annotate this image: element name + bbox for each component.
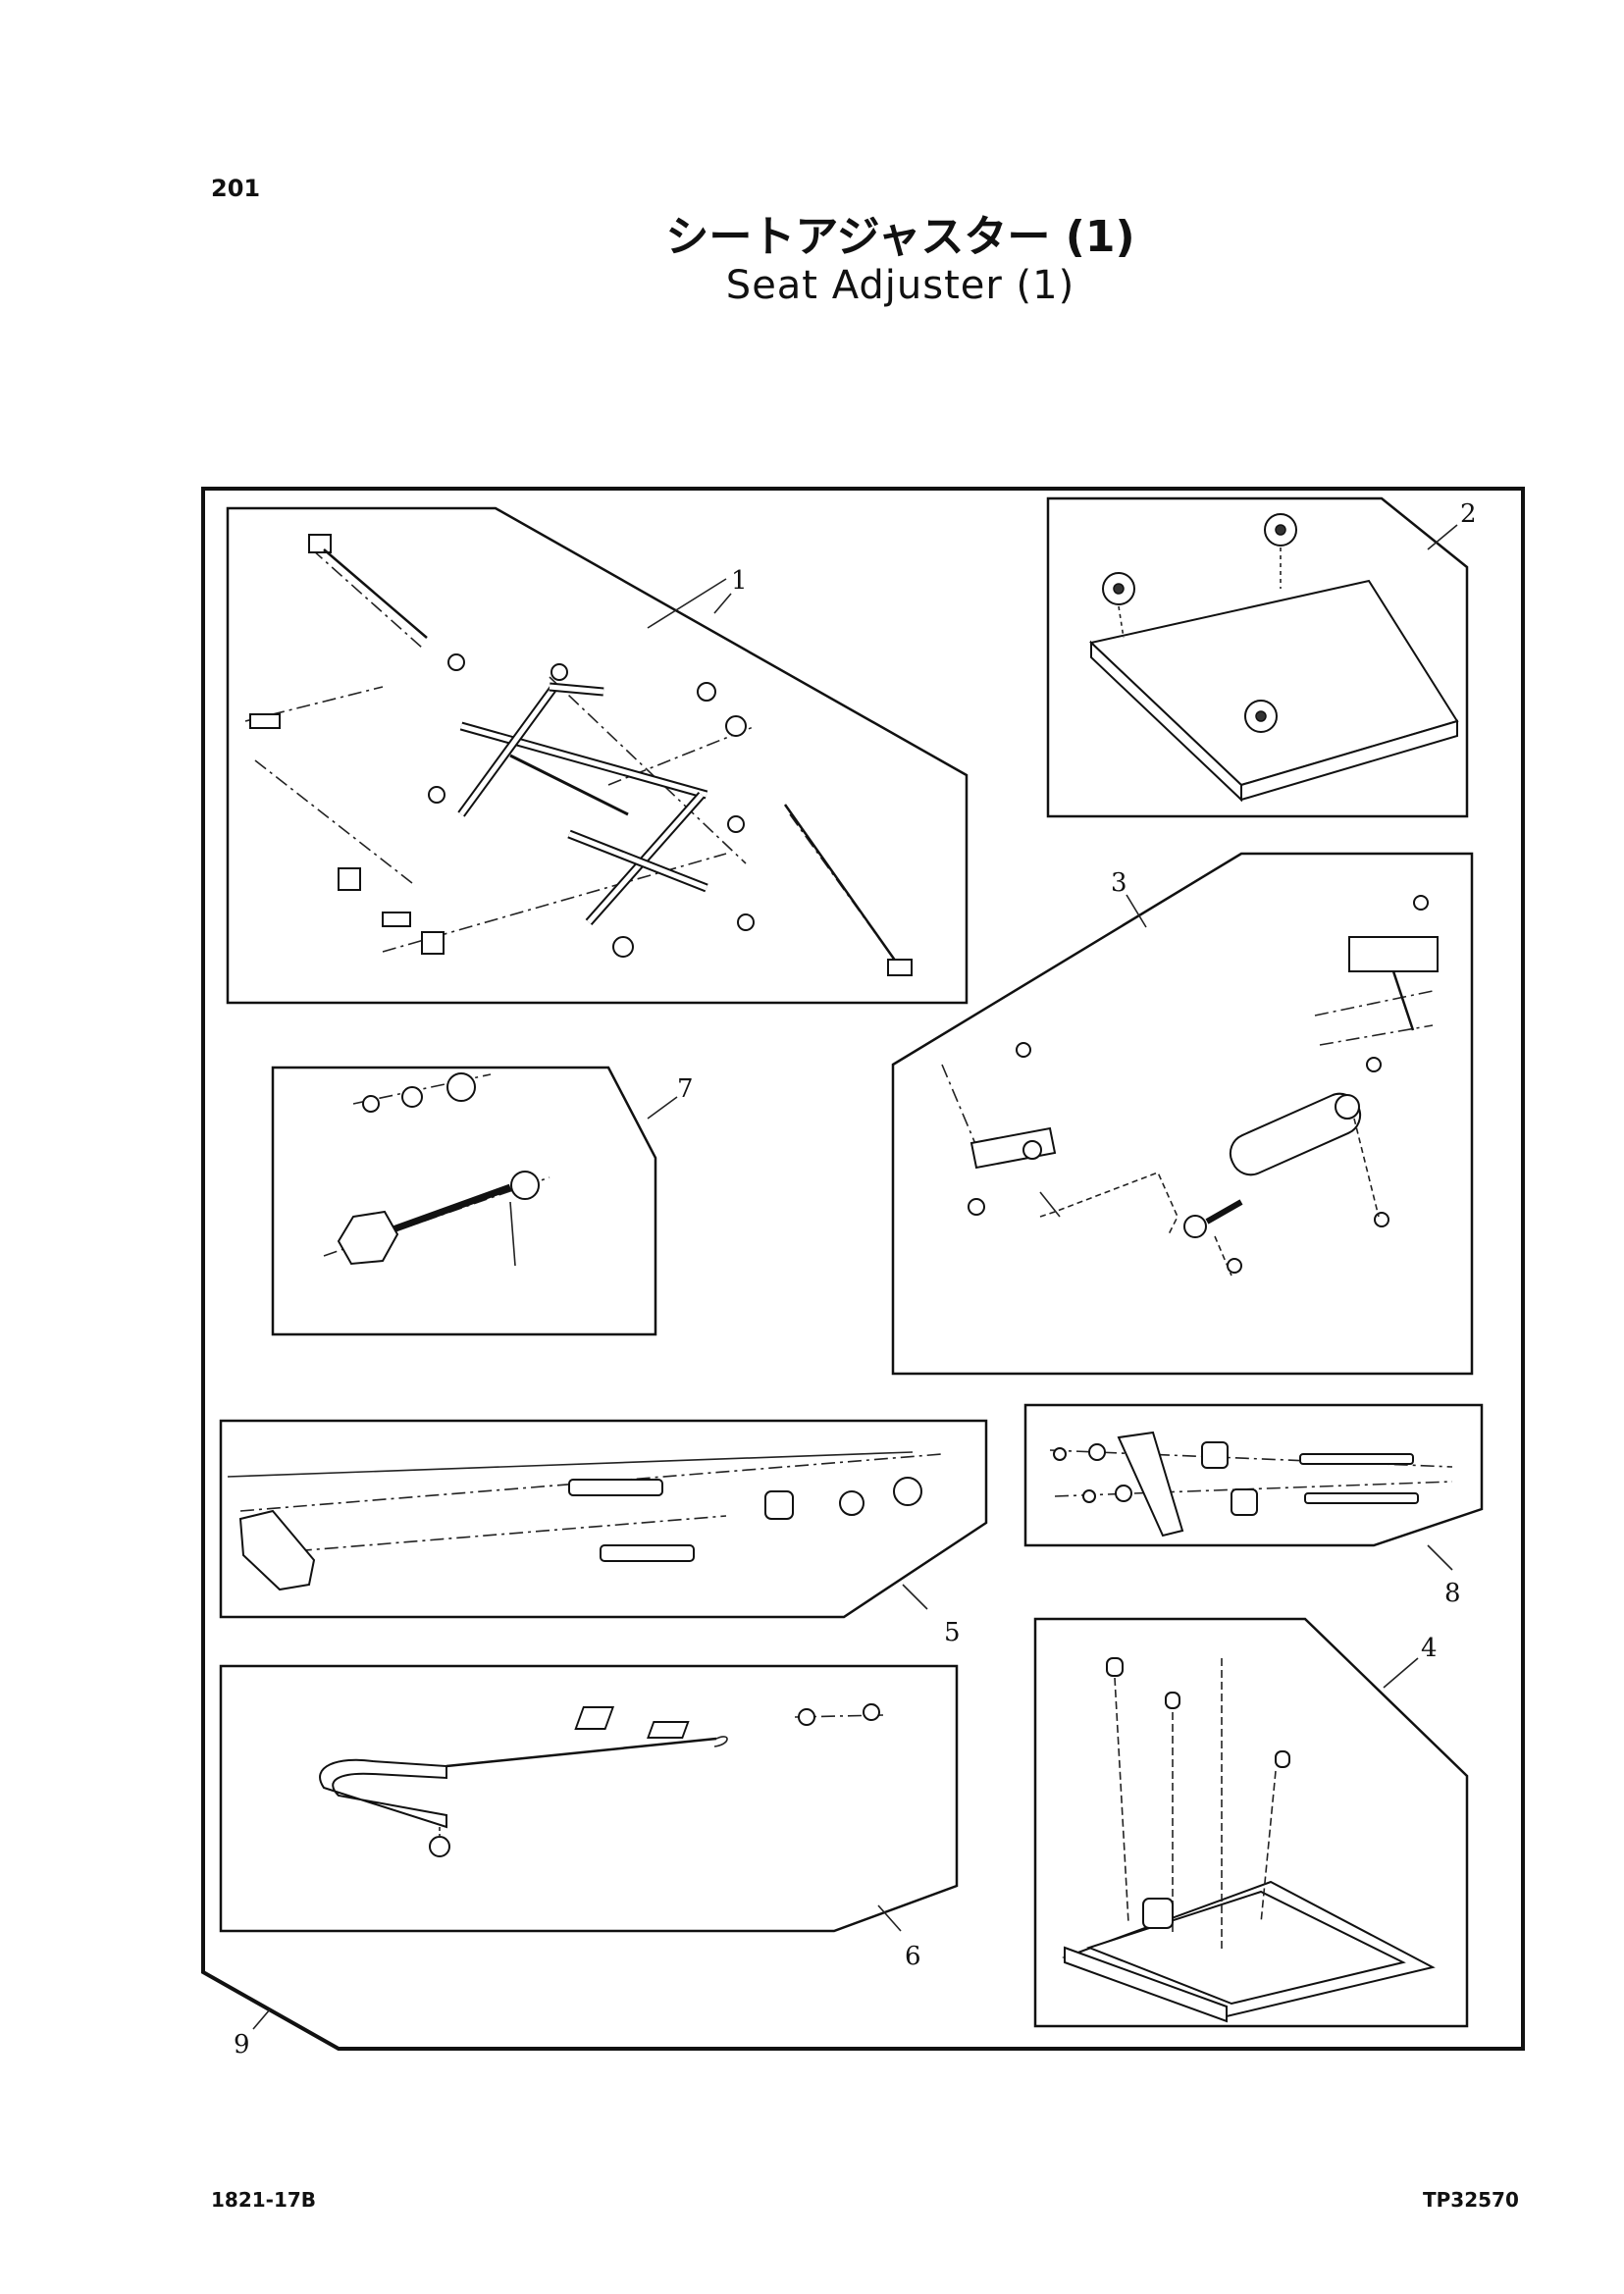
- callout-leader-2: [1427, 524, 1458, 550]
- panel-1-scissor-frame: [226, 506, 969, 1005]
- callout-7: 7: [677, 1074, 694, 1104]
- callout-leader-9: [252, 2008, 271, 2030]
- callout-2: 2: [1460, 499, 1477, 529]
- panel-7-knob: [271, 1066, 657, 1336]
- callout-leader-8: [1427, 1544, 1453, 1571]
- callout-3: 3: [1111, 868, 1127, 898]
- outer-frame: [201, 487, 1525, 2051]
- panel-8-bushings: [1023, 1403, 1484, 1547]
- callout-9: 9: [234, 2030, 250, 2059]
- callout-leader-1: [713, 593, 732, 614]
- callout-leader-3: [1126, 894, 1147, 928]
- callout-8: 8: [1444, 1579, 1461, 1608]
- callout-leader-7: [647, 1096, 678, 1120]
- panel-4-base-frame: [574, 1617, 1469, 2028]
- callout-6: 6: [905, 1942, 921, 1971]
- callout-1: 1: [731, 566, 748, 596]
- callout-leader-4: [1383, 1657, 1419, 1689]
- drawing-code: 1821-17B: [211, 2188, 317, 2212]
- page-number: 201: [211, 175, 261, 202]
- panel-2-seat-plate: [1046, 496, 1469, 818]
- callout-5: 5: [944, 1618, 961, 1647]
- callout-4: 4: [1421, 1634, 1438, 1663]
- callout-leader-5: [902, 1584, 928, 1610]
- panel-5-springs: [219, 1419, 988, 1619]
- page-title-english: Seat Adjuster (1): [725, 263, 1075, 308]
- reference-code: TP32570: [1423, 2188, 1519, 2212]
- panel-3-damper: [891, 852, 1474, 1376]
- page-title-japanese: シートアジャスター (1): [665, 212, 1135, 262]
- panel-6-lever: [219, 1664, 959, 1933]
- callout-leader-6: [877, 1904, 902, 1932]
